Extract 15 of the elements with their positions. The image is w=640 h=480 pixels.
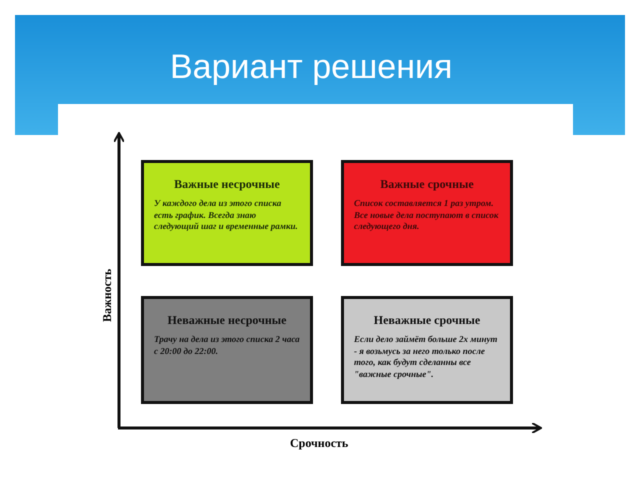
- quadrant-description: Если дело займёт больше 2х минут - я возьмусь за него только после того, как будут сделанны все "важные срочные".: [354, 334, 498, 381]
- quadrant-box: [141, 296, 313, 404]
- quadrant-heading: Важные несрочные: [173, 177, 281, 192]
- quadrant-heading: Важные срочные: [379, 177, 475, 192]
- quadrant-box: [341, 296, 513, 404]
- axis-label: Важность: [100, 268, 115, 322]
- quadrant-description: У каждого дела из этого списка есть график. Всегда знаю следующий шаг и временные рамки.: [154, 198, 299, 234]
- slide-title: Вариант решения: [170, 48, 452, 87]
- quadrant-box: [341, 160, 513, 266]
- quadrant-heading: Неважные срочные: [372, 313, 482, 328]
- axis-label: Срочность: [290, 436, 348, 451]
- quadrant-heading: Неважные несрочные: [166, 313, 288, 328]
- quadrant-description: Список составляется 1 раз утром. Все новые дела поступают в список следующего дня.: [354, 198, 500, 234]
- quadrant-description: Трачу на дела из этого списка 2 часа с 20:00 до 22:00.: [154, 334, 300, 358]
- quadrant-box: [141, 160, 313, 266]
